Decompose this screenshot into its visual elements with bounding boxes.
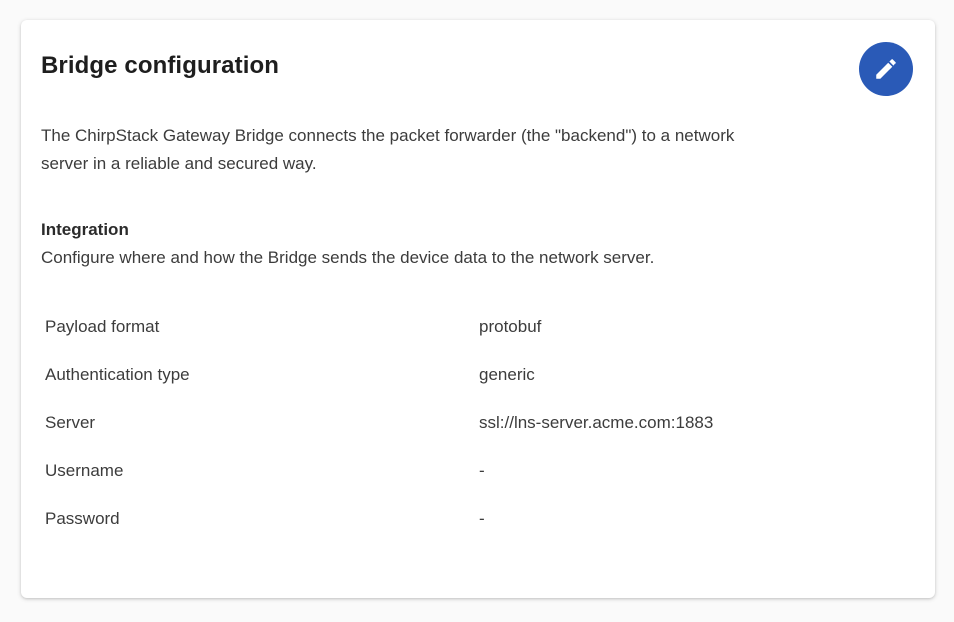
- setting-value: protobuf: [479, 317, 542, 336]
- setting-value: -: [479, 509, 485, 528]
- setting-value: -: [479, 461, 485, 480]
- setting-label: Server: [45, 413, 96, 432]
- table-row: Server ssl://lns-server.acme.com:1883: [41, 399, 915, 447]
- page-title: Bridge configuration: [41, 52, 279, 79]
- setting-label: Password: [45, 509, 120, 528]
- setting-value: ssl://lns-server.acme.com:1883: [479, 413, 714, 432]
- integration-section-heading: Integration: [41, 220, 129, 239]
- card-description: The ChirpStack Gateway Bridge connects t…: [41, 126, 735, 173]
- setting-label: Payload format: [45, 317, 160, 336]
- setting-label: Authentication type: [45, 365, 190, 384]
- table-row: Authentication type generic: [41, 351, 915, 399]
- edit-pencil-icon: [873, 56, 899, 82]
- integration-section-description: Configure where and how the Bridge sends…: [41, 248, 655, 267]
- table-row: Password -: [41, 495, 915, 543]
- bridge-configuration-card: Bridge configuration The ChirpStack Gate…: [21, 20, 935, 598]
- table-row: Payload format protobuf: [41, 303, 915, 351]
- table-row: Username -: [41, 447, 915, 495]
- integration-section: Integration Configure where and how the …: [41, 216, 915, 272]
- setting-value: generic: [479, 365, 535, 384]
- edit-button[interactable]: [859, 42, 913, 96]
- setting-label: Username: [45, 461, 124, 480]
